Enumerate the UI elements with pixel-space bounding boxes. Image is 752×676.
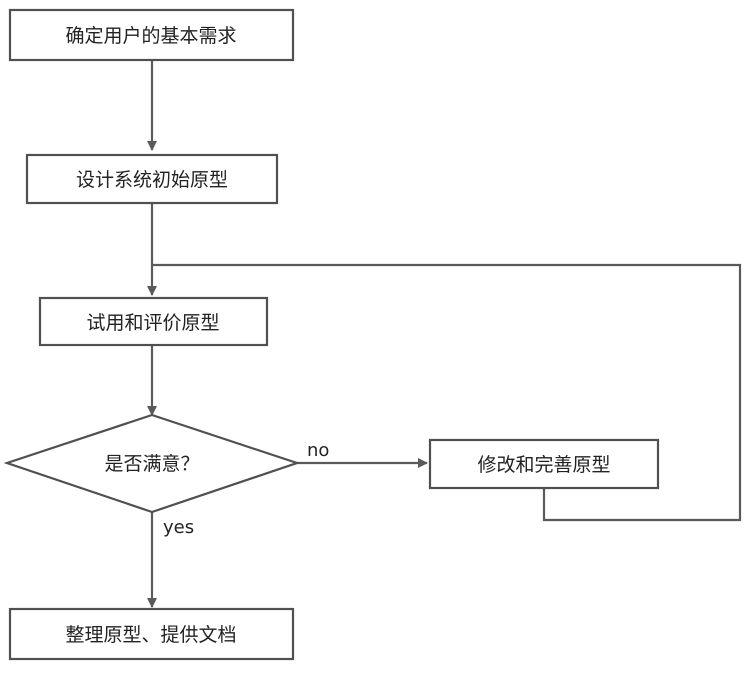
node-trial-evaluate-label: 试用和评价原型 (86, 312, 219, 334)
node-satisfied-decision-label: 是否满意？ (104, 453, 199, 475)
node-determine-requirements-label: 确定用户的基本需求 (65, 25, 236, 47)
node-trial-evaluate-box (38, 296, 269, 347)
node-satisfied-decision-diamond (3, 413, 301, 514)
edge-modify-loop-back (152, 263, 742, 522)
node-determine-requirements-box (8, 8, 295, 62)
node-finalize-docs-box (8, 607, 295, 661)
node-finalize-docs-label: 整理原型、提供文档 (65, 624, 236, 646)
node-design-prototype-box (25, 153, 279, 205)
edge-label-no: no (307, 440, 329, 461)
edge-label-yes: yes (163, 517, 194, 538)
node-modify-improve-box (428, 438, 660, 490)
node-design-prototype-label: 设计系统初始原型 (76, 169, 228, 191)
node-modify-improve-label: 修改和完善原型 (477, 454, 610, 476)
